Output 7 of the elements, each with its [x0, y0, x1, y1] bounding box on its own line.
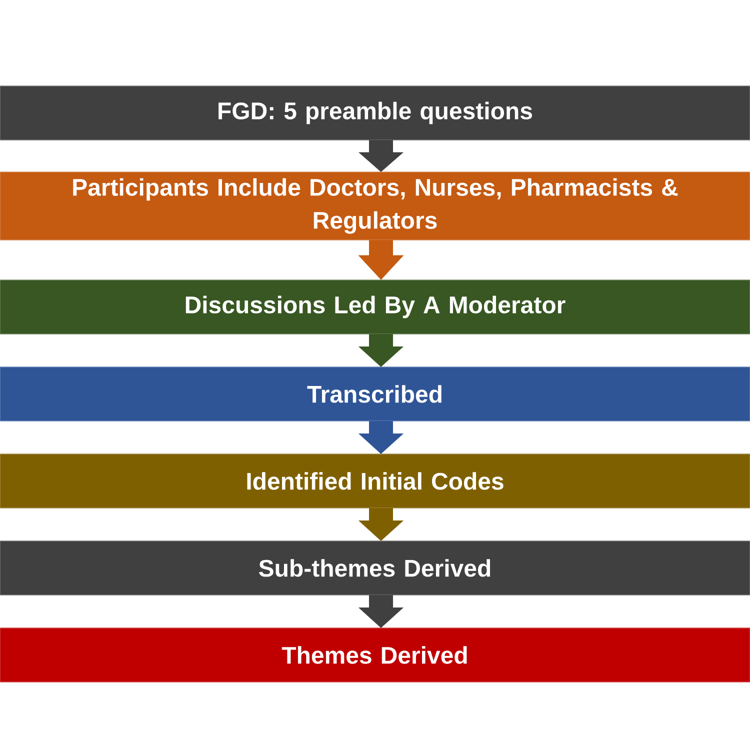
step-band: Identified Initial Codes [0, 454, 750, 508]
step-band: Sub-themes Derived [0, 540, 750, 596]
step-band: Participants Include Doctors, Nurses, Pharmacists & Regulators [0, 172, 750, 240]
step-band: Discussions Led By A Moderator [0, 280, 750, 334]
step-band: Transcribed [0, 366, 750, 422]
step-band: Themes Derived [0, 628, 750, 682]
step-band: FGD: 5 preamble questions [0, 86, 750, 140]
